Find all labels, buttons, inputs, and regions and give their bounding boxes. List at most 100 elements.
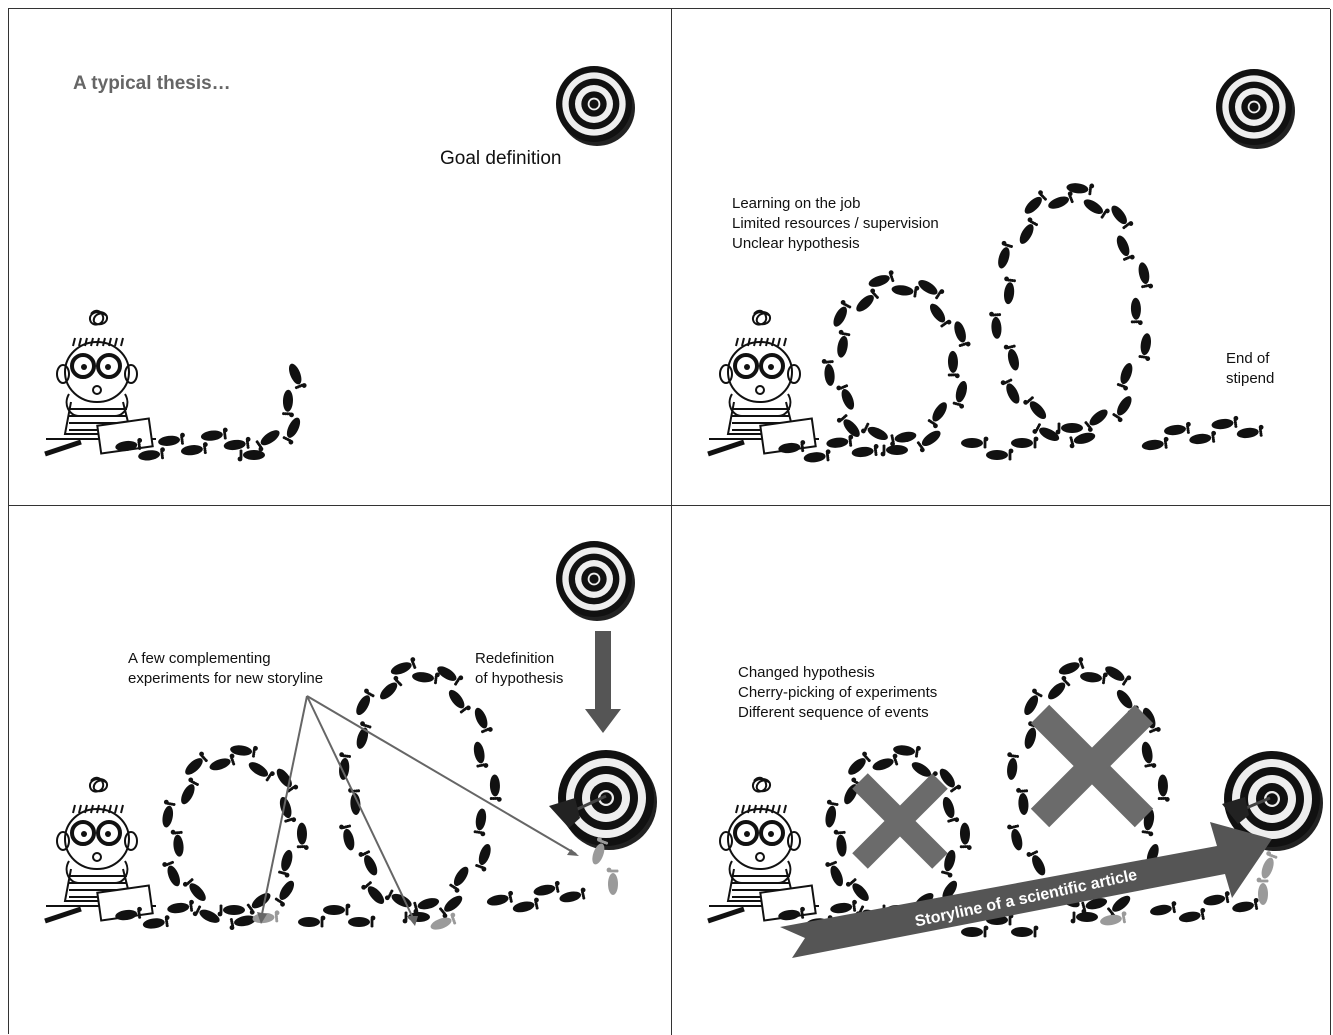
footprint-icon <box>845 751 873 778</box>
footprint-icon <box>1114 233 1136 263</box>
scene-1 <box>9 9 672 506</box>
footprint-icon <box>558 887 587 904</box>
footprint-icon <box>1231 898 1260 915</box>
footprint-icon <box>448 864 473 893</box>
footprint-icon <box>940 795 960 825</box>
footprint-icon <box>829 299 852 329</box>
footprint-icon <box>358 848 381 878</box>
footprint-icon <box>1007 822 1025 851</box>
footprint-icon <box>532 880 561 897</box>
footprint-icon <box>822 799 839 828</box>
footprint-icon <box>1011 926 1038 938</box>
footprint-icon <box>159 799 176 828</box>
footprint-icon <box>1016 787 1030 815</box>
target-icon <box>556 66 635 146</box>
footprint-icon <box>337 752 352 781</box>
footprint-icon <box>352 688 376 718</box>
scene-4: Storyline of a scientific article <box>672 506 1331 1035</box>
footprint-icon <box>298 916 325 928</box>
footprint-icon <box>1116 361 1136 391</box>
student-illustration <box>708 311 819 454</box>
down-arrow <box>585 631 621 733</box>
footprint-icon <box>826 435 855 450</box>
footprint-icon <box>472 741 489 770</box>
footprint-icon <box>170 829 185 857</box>
footprint-icon <box>1082 406 1111 433</box>
footprint-icon <box>833 829 848 857</box>
cross-mark-2 <box>1040 714 1144 818</box>
footprint-icon <box>1140 741 1157 770</box>
footprint-icon <box>825 859 846 889</box>
footprint-icon <box>986 449 1013 461</box>
footprint-icon <box>1138 333 1154 362</box>
target-icon <box>1216 69 1295 149</box>
footprint-icon <box>473 808 489 837</box>
footprint-icon <box>296 823 308 851</box>
footprint-icon <box>137 447 166 462</box>
footprint-icon <box>277 795 297 825</box>
panel-thesis-reality: Learning on the job Limited resources / … <box>672 9 1331 506</box>
footprint-icon <box>254 427 283 452</box>
footprint-icon <box>1021 189 1049 217</box>
footprint-icon <box>511 897 540 914</box>
footprint-icon <box>166 900 195 915</box>
footprint-icon <box>1141 437 1170 452</box>
scene-2 <box>672 9 1331 506</box>
footprint-icon <box>961 926 988 938</box>
footprint-icon <box>1079 670 1108 685</box>
footprint-icon <box>927 300 953 329</box>
footprint-icon <box>142 915 171 930</box>
footprint-icon <box>1003 342 1021 371</box>
footprint-icon <box>989 311 1003 339</box>
footprint-icon <box>871 753 901 773</box>
footprint-icon <box>192 904 222 927</box>
footprint-icon <box>157 433 186 448</box>
student-illustration <box>45 311 156 454</box>
footprint-icon <box>1020 688 1044 718</box>
footprint-icon <box>1005 752 1020 781</box>
footprint-icon <box>947 351 959 379</box>
footprint-icon <box>282 390 295 418</box>
footprint-icon <box>888 430 917 447</box>
slide-grid: A typical thesis… Goal definition Learni… <box>8 8 1330 1034</box>
footprint-icon <box>223 437 252 452</box>
footprint-icon <box>277 849 296 879</box>
footprint-icon <box>860 421 890 444</box>
footprint-icon <box>1081 195 1110 220</box>
footprint-icon <box>486 890 515 907</box>
footprint-icon <box>836 382 857 412</box>
footprint-icon <box>961 437 988 449</box>
target-icon-original <box>556 541 635 621</box>
footprint-icon <box>180 442 209 457</box>
footprint-icon <box>348 916 375 928</box>
footprint-icon <box>1157 774 1170 802</box>
footprint-icon <box>200 427 229 442</box>
footprint-icon <box>1105 892 1134 919</box>
footprint-icon <box>273 765 299 794</box>
footprint-icon <box>851 444 880 459</box>
footprint-icon <box>474 842 494 872</box>
footprint-icon <box>376 675 404 703</box>
footprint-icon <box>1011 437 1038 449</box>
footprint-icon <box>323 904 350 916</box>
footprint-icon <box>1189 431 1218 446</box>
footprint-icon <box>182 751 210 778</box>
footprint-icon <box>829 900 858 915</box>
student-illustration <box>708 778 819 921</box>
footprint-icon <box>1016 217 1040 247</box>
footprint-icon <box>1056 423 1083 435</box>
scene-3 <box>9 506 672 1035</box>
footprint-icon <box>1046 191 1076 212</box>
footprint-icon <box>1178 908 1207 925</box>
footprint-icon <box>1111 394 1136 423</box>
footprint-icon <box>281 415 304 445</box>
footprint-icon <box>926 400 951 429</box>
footprint-icon <box>891 283 920 298</box>
footprint-icon <box>411 896 441 915</box>
footprint-icon <box>218 905 245 917</box>
footprint-icon <box>803 449 832 464</box>
panel-redefinition: A few complementing experiments for new … <box>9 506 672 1035</box>
footprint-icon <box>246 758 275 783</box>
footprint-icon <box>881 445 908 457</box>
footprint-icon <box>867 270 897 290</box>
